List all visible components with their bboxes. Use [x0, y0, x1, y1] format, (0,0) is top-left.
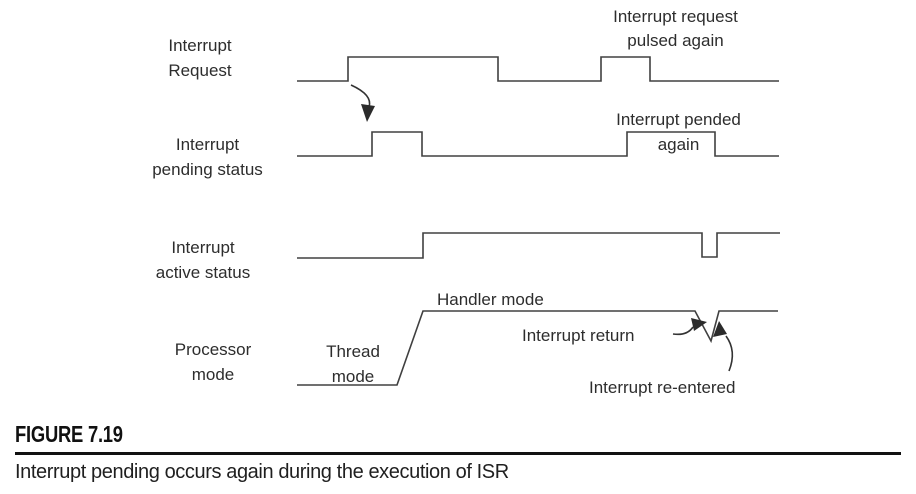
pend-event-arrow-icon: [350, 84, 375, 122]
interrupt-request-waveform: [297, 56, 779, 82]
interrupt-return-arrow-icon: [672, 318, 707, 336]
annotation-handler-mode: Handler mode: [437, 290, 544, 309]
signal-label-interrupt-active-status: Interrupt active status: [155, 238, 251, 282]
annotation-interrupt-pended-again: Interrupt pended again: [616, 110, 741, 154]
figure-caption: Interrupt pending occurs again during th…: [15, 461, 509, 483]
annotation-thread-mode: Thread mode: [326, 342, 380, 386]
interrupt-reentered-arrow-icon: [713, 321, 734, 372]
signal-label-interrupt-request: Interrupt Request: [168, 36, 232, 80]
annotation-interrupt-return: Interrupt return: [522, 326, 635, 345]
processor-mode-waveform: [297, 310, 778, 386]
annotation-interrupt-reentered: Interrupt re-entered: [589, 378, 736, 397]
figure-number-label: FIGURE 7.19: [15, 421, 123, 447]
figure-divider-rule: [15, 452, 901, 455]
interrupt-pending-status-waveform: [297, 131, 779, 157]
annotation-interrupt-request-pulsed-again: Interrupt request pulsed again: [613, 7, 738, 50]
signal-label-interrupt-pending-status: Interrupt pending status: [152, 135, 263, 179]
signal-label-processor-mode: Processor mode: [174, 340, 252, 384]
interrupt-active-status-waveform: [297, 232, 780, 259]
